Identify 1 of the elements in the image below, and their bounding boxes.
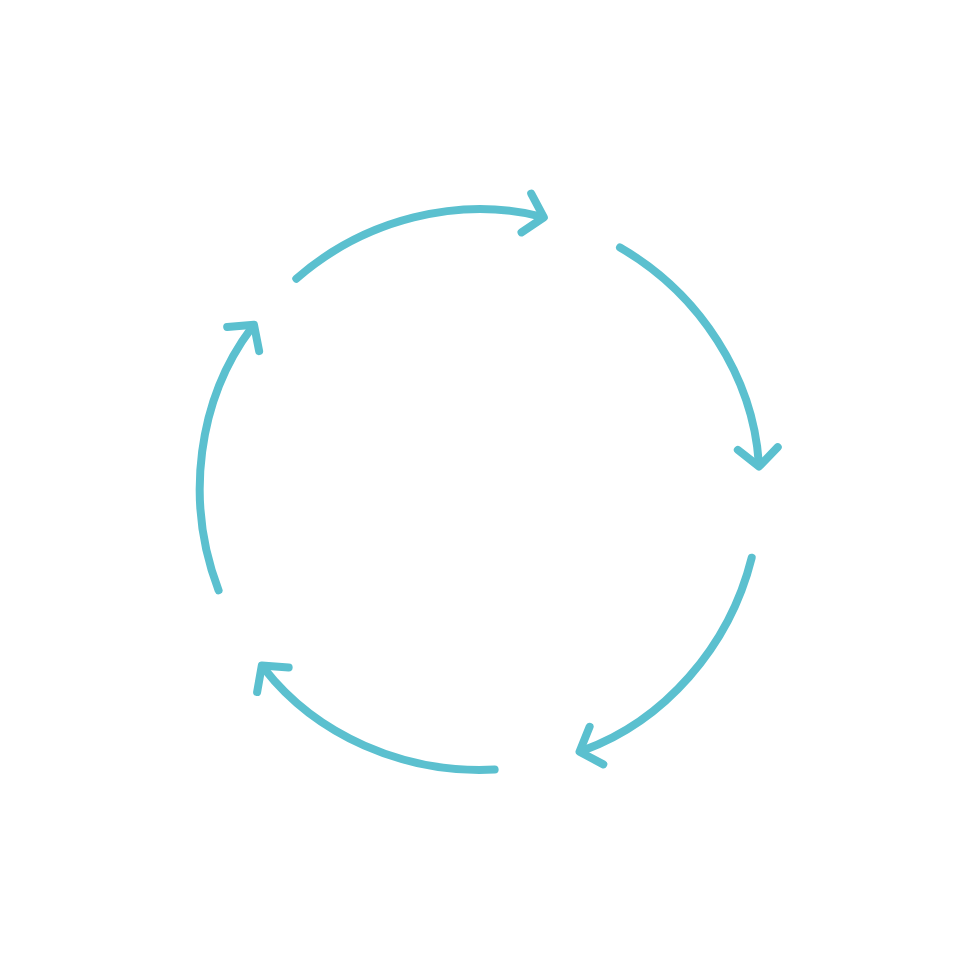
cycle-arrows-drawing: [195, 189, 782, 774]
